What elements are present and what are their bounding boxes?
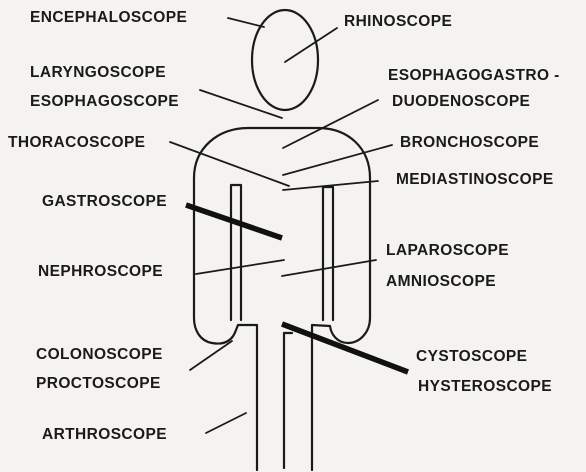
leader-arthroscope xyxy=(206,413,246,433)
label-esophagoscope: ESOPHAGOSCOPE xyxy=(30,93,179,111)
label-nephroscope: NEPHROSCOPE xyxy=(38,263,163,281)
leader-colonoscope xyxy=(190,341,232,370)
label-proctoscope: PROCTOSCOPE xyxy=(36,375,161,393)
right-arm-inner xyxy=(323,187,333,320)
leader-thoracoscope xyxy=(170,142,289,186)
label-gastroscope: GASTROSCOPE xyxy=(42,193,167,211)
label-rhinoscope: RHINOSCOPE xyxy=(344,13,452,31)
leg-divider xyxy=(284,333,292,468)
leader-rhinoscope xyxy=(285,28,337,62)
body-outline xyxy=(194,128,370,470)
left-arm-inner xyxy=(231,185,241,320)
label-esophagogastro: ESOPHAGOGASTRO - xyxy=(388,67,560,85)
gastroscope-pointer xyxy=(186,205,282,238)
label-laryngoscope: LARYNGOSCOPE xyxy=(30,64,166,82)
leader-encephaloscope xyxy=(228,18,264,27)
label-bronchoscope: BRONCHOSCOPE xyxy=(400,134,539,152)
label-amnioscope: AMNIOSCOPE xyxy=(386,273,496,291)
label-cystoscope: CYSTOSCOPE xyxy=(416,348,527,366)
label-duodenoscope: DUODENOSCOPE xyxy=(392,93,530,111)
label-encephaloscope: ENCEPHALOSCOPE xyxy=(30,9,187,27)
label-arthroscope: ARTHROSCOPE xyxy=(42,426,167,444)
cystoscope-pointer xyxy=(282,324,408,372)
label-colonoscope: COLONOSCOPE xyxy=(36,346,163,364)
label-laparoscope: LAPAROSCOPE xyxy=(386,242,509,260)
leader-laparoscope xyxy=(282,260,376,276)
label-hysteroscope: HYSTEROSCOPE xyxy=(418,378,552,396)
label-thoracoscope: THORACOSCOPE xyxy=(8,134,145,152)
leader-bronchoscope xyxy=(283,145,392,175)
head-outline xyxy=(252,10,318,110)
leader-mediastinoscope xyxy=(283,181,378,190)
label-mediastinoscope: MEDIASTINOSCOPE xyxy=(396,171,554,189)
